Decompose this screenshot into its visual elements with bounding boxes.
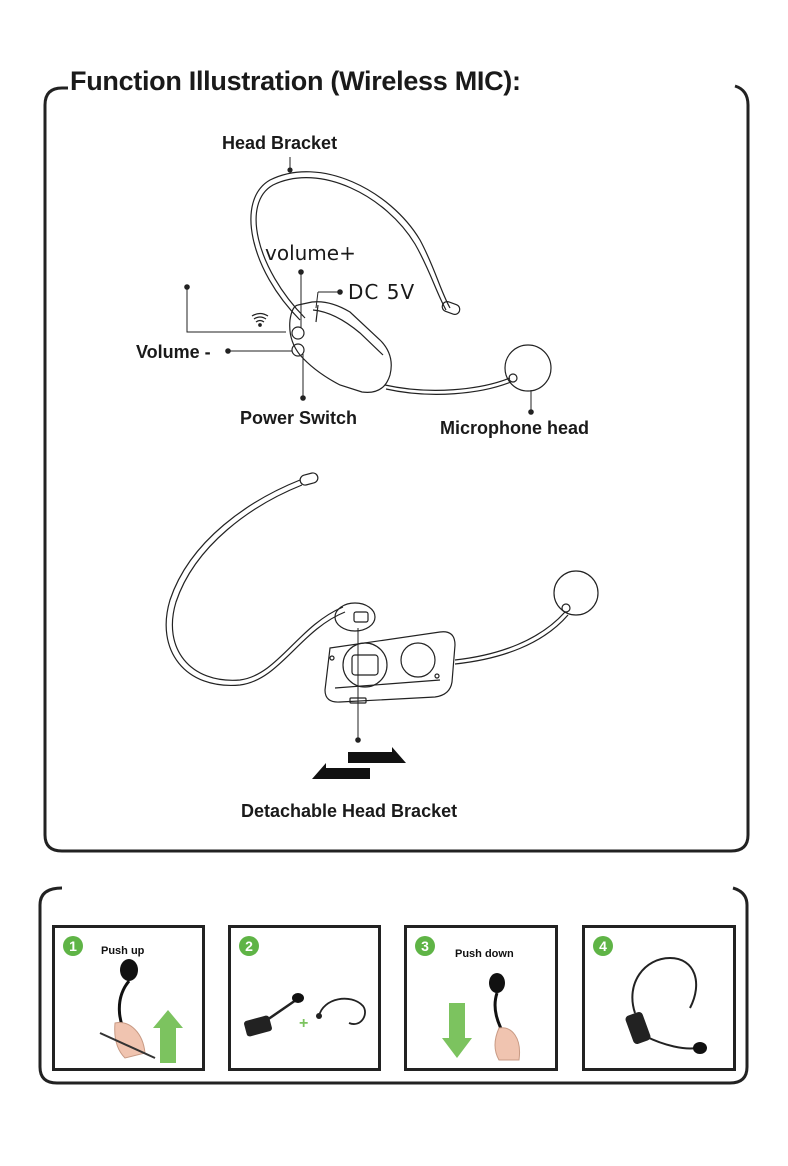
volume-plus-label: volume+: [265, 241, 356, 265]
wireless-icon: [252, 314, 268, 327]
step-panel-3: 3 Push down: [404, 925, 558, 1071]
attach-illustration: +: [231, 928, 378, 1068]
top-frame: [45, 86, 748, 851]
push-down-illustration: [407, 928, 555, 1068]
page-title: Function Illustration (Wireless MIC):: [70, 66, 521, 97]
power-switch-label: Power Switch: [240, 408, 357, 429]
microphone-head-label: Microphone head: [440, 418, 589, 439]
dc-label: DC 5V: [348, 280, 415, 304]
step-panel-1: 1 Push up: [52, 925, 205, 1071]
assembled-illustration: [585, 928, 733, 1068]
step-panel-2: 2 +: [228, 925, 381, 1071]
push-up-illustration: [55, 928, 202, 1068]
head-bracket-label: Head Bracket: [222, 133, 337, 154]
detachable-diagram: [166, 472, 598, 742]
step-panel-4: 4: [582, 925, 736, 1071]
svg-text:+: +: [299, 1015, 308, 1032]
volume-minus-label: Volume -: [136, 342, 211, 363]
detach-arrows-icon: [312, 747, 406, 779]
detachable-label: Detachable Head Bracket: [241, 801, 457, 822]
